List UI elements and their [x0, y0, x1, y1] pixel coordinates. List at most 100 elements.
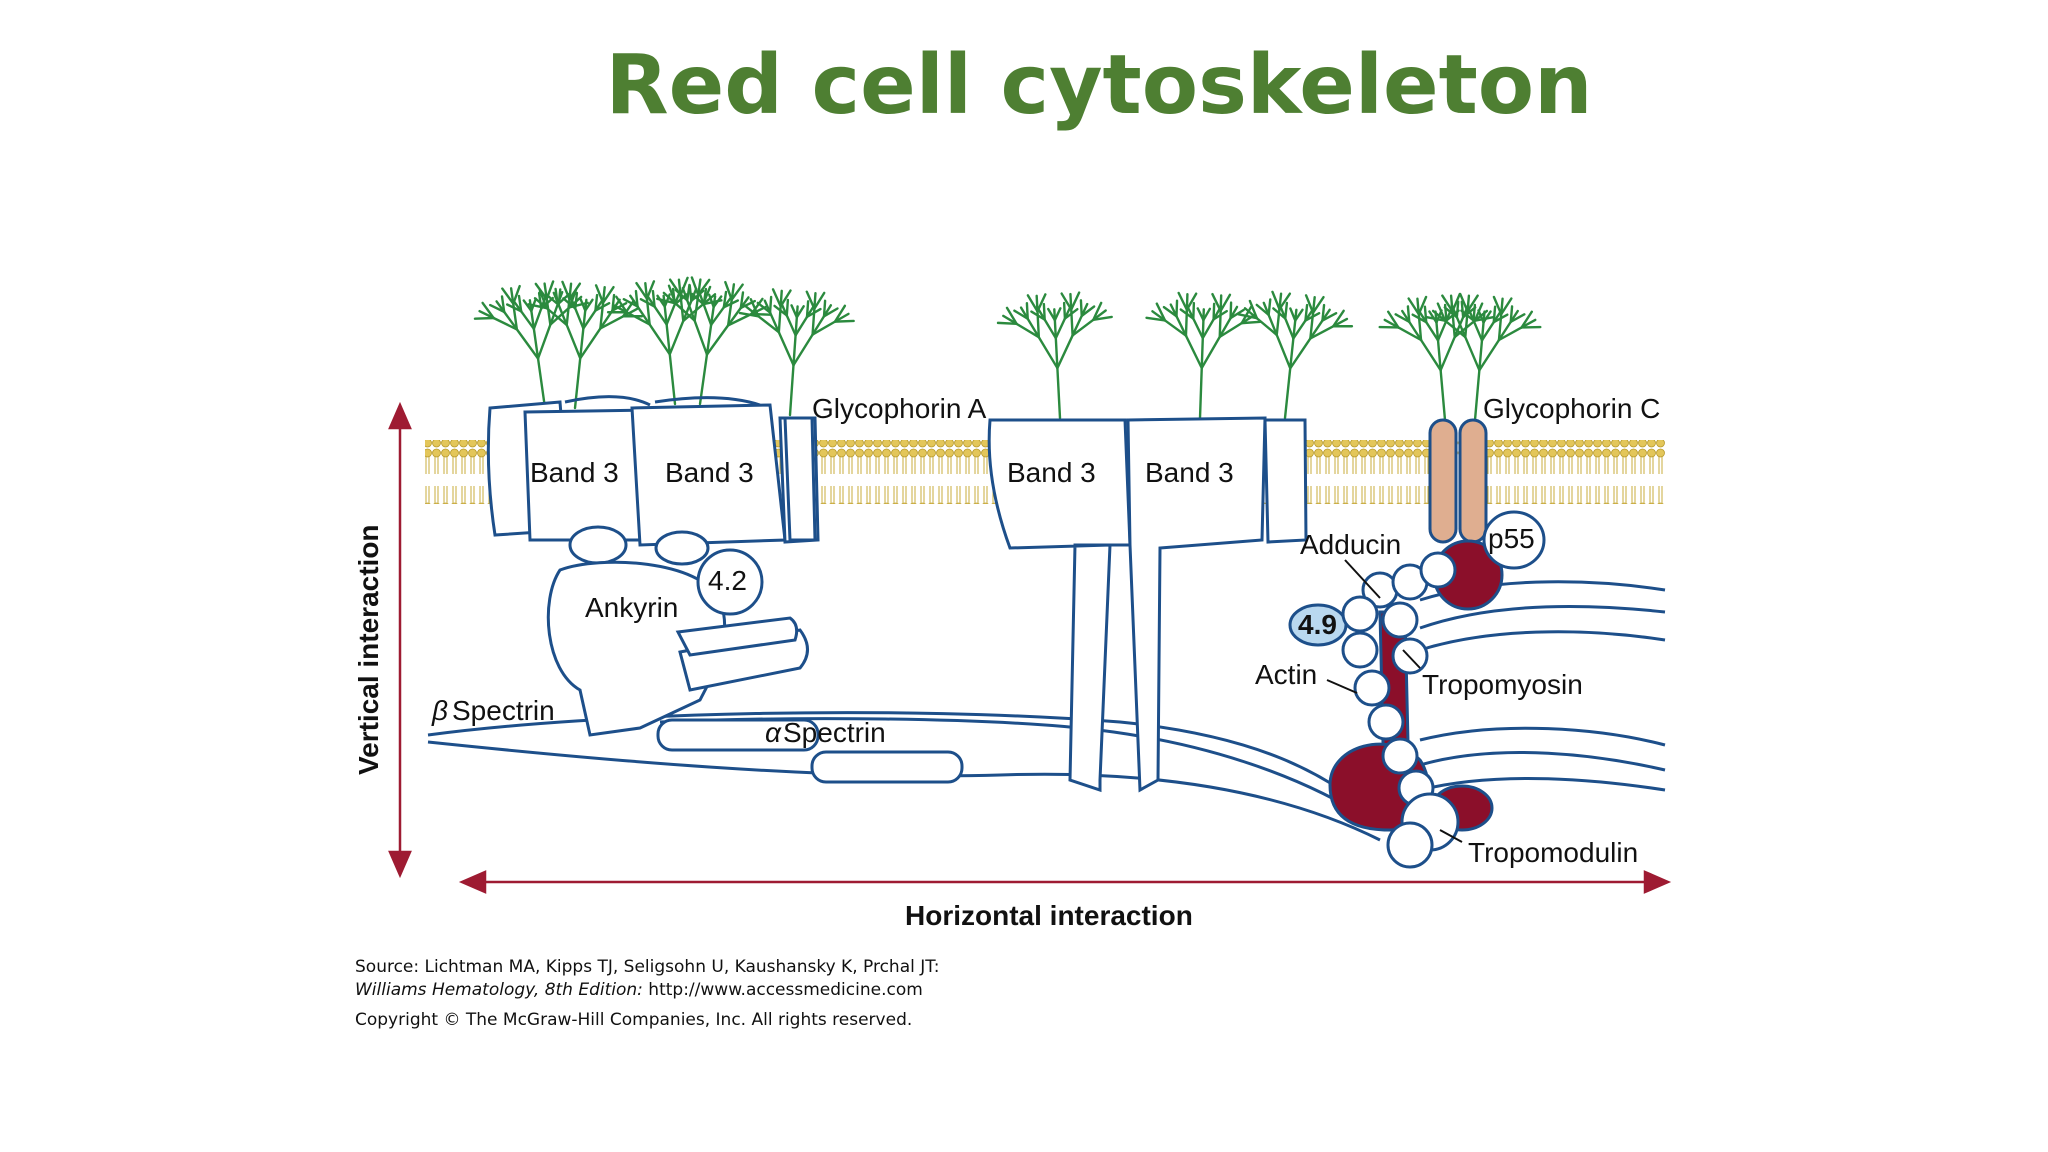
junctional-complex — [1288, 510, 1546, 869]
source-line-2: Williams Hematology, 8th Edition: http:/… — [355, 980, 923, 1000]
glycan-branch — [1212, 302, 1216, 321]
glycan-branch — [557, 303, 568, 327]
glycan-branch — [1480, 321, 1485, 342]
glycophorin-c — [1428, 418, 1488, 544]
glycan-branch — [739, 296, 750, 310]
glycan-branch — [1418, 310, 1428, 324]
glycan-branch — [1054, 336, 1059, 370]
glycan-branch — [1443, 306, 1459, 319]
glycan-branch — [1229, 305, 1239, 320]
glycan-branch — [1248, 299, 1259, 320]
ankyrin-group — [546, 548, 809, 737]
glycan-branch — [629, 294, 639, 308]
glycan-branch — [674, 288, 689, 302]
glycan-branch — [702, 287, 708, 306]
glycan-branch — [709, 305, 715, 326]
glycan-branch — [1070, 291, 1081, 311]
protein-4-9-label: 4.9 — [1298, 609, 1337, 640]
glycan-branch — [1243, 307, 1259, 320]
glycan-branch — [682, 303, 705, 323]
glycan-branch — [794, 315, 809, 337]
glycan-branch — [495, 300, 506, 314]
glycan-branch — [545, 293, 560, 307]
glycan-branch — [527, 303, 549, 310]
glycan-branch — [519, 310, 536, 330]
glycan-branch — [1283, 367, 1292, 420]
glycan-branch — [552, 291, 560, 307]
glycan-branch — [1443, 319, 1467, 339]
glycophorin-c-label: Glycophorin C — [1483, 393, 1660, 424]
glycan-branch — [1163, 319, 1188, 337]
glycan-branch — [663, 305, 668, 326]
glycan-branch — [584, 298, 588, 312]
glycan-branch — [533, 297, 549, 310]
beta-spectrin-strand-lower — [427, 740, 1381, 842]
glycan-branch — [1177, 291, 1189, 311]
glycan-branch — [653, 305, 668, 326]
glycan-branch — [771, 288, 782, 308]
glycan-branch — [1284, 317, 1295, 340]
glycan-branch — [1419, 338, 1442, 372]
glycan-branch — [601, 285, 615, 304]
glycan-branch — [538, 289, 549, 310]
glycan-branch — [679, 276, 689, 297]
glycan-branch — [739, 291, 745, 310]
glycan-branch — [536, 323, 552, 360]
glycan-branch — [686, 299, 696, 322]
glycan-branch — [1472, 319, 1484, 342]
glycan-branch — [698, 291, 705, 306]
glycan-branch — [788, 363, 795, 417]
glycan-branch — [1063, 305, 1072, 320]
glycan-branch — [481, 301, 495, 320]
glycan-branch — [579, 327, 602, 360]
glycan-branch — [1478, 339, 1484, 372]
glycan-branch — [1453, 315, 1465, 339]
glycan-branch — [1472, 303, 1477, 322]
glycan-branch — [785, 298, 790, 317]
glycan-branch — [1054, 317, 1067, 340]
glycan-branch — [1294, 308, 1298, 322]
band3-label-3: Band 3 — [1007, 457, 1096, 488]
glycan-branch — [1019, 306, 1029, 320]
glycan-branch — [1520, 318, 1537, 329]
protein-4-2-label: 4.2 — [708, 565, 747, 596]
glycan-branch — [530, 309, 536, 330]
glycan-branch — [1002, 314, 1018, 326]
glycan-branch — [1240, 320, 1262, 325]
glycan-branch — [500, 295, 506, 314]
glycan-branch — [1401, 309, 1411, 324]
glycan-branch — [1453, 319, 1477, 339]
glycan-branch — [1497, 326, 1523, 342]
glycan-branch — [489, 303, 506, 314]
glycan-branch — [1304, 312, 1321, 322]
glycan-branch — [1025, 301, 1029, 320]
glycan-branch — [1459, 292, 1469, 313]
source-url: http://www.accessmedicine.com — [642, 980, 923, 1000]
glycan-branch — [1092, 315, 1113, 322]
glycan-branch — [1509, 309, 1519, 324]
glycan-branch — [1436, 319, 1448, 342]
glycan-branch — [1383, 318, 1400, 329]
glycan-branch — [545, 307, 568, 327]
glycan-branch — [1053, 318, 1058, 340]
horizontal-interaction-label: Horizontal interaction — [905, 900, 1193, 931]
glycan-branch — [1332, 317, 1349, 328]
glycan-branch — [805, 300, 810, 319]
glycan-branch — [693, 319, 709, 356]
glycan-branch — [744, 305, 760, 318]
band3-label-4: Band 3 — [1145, 457, 1234, 488]
glycan-branch — [785, 314, 797, 337]
glycan-branch — [667, 284, 677, 305]
glycan-branch — [822, 307, 839, 318]
glycan-branch — [726, 306, 743, 327]
glycan-branch — [1480, 320, 1495, 342]
glycan-branch — [822, 299, 827, 318]
glycan-branch — [1460, 300, 1465, 319]
glycan-branch — [579, 327, 585, 360]
glycan-branch — [1425, 320, 1440, 342]
glycan-branch — [1436, 302, 1447, 322]
glycan-branch — [1212, 309, 1228, 321]
glycan-branch — [515, 328, 540, 360]
glycan-branch — [611, 302, 628, 312]
glycan-branch — [1042, 302, 1046, 321]
